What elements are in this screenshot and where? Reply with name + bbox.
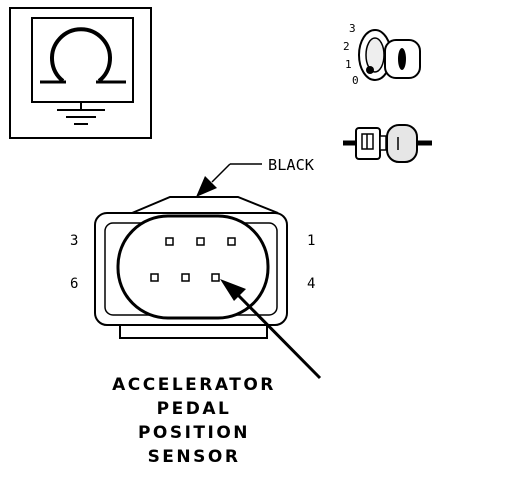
- ignition-key-icon: 3 2 1 0: [343, 22, 421, 87]
- disconnect-connector-icon: [343, 124, 432, 163]
- pin-label-4: 4: [307, 276, 315, 292]
- key-position-label: 3: [349, 22, 356, 35]
- pin-cavity: [150, 273, 159, 282]
- ohmmeter-symbol-icon: [9, 7, 152, 139]
- pin-label-1: 1: [307, 233, 315, 249]
- pin-cavity: [227, 237, 236, 246]
- pin-cavity: [211, 273, 220, 282]
- pin-cavity: [165, 237, 174, 246]
- wire-color-callout: BLACK: [196, 156, 314, 197]
- wire-color-label: BLACK: [268, 156, 314, 174]
- pin-cavity: [181, 273, 190, 282]
- component-name-line-2: PEDAL: [156, 399, 232, 419]
- key-position-label: 0: [352, 74, 359, 87]
- pin-label-3: 3: [70, 233, 78, 249]
- pointer-arrow-icon: [220, 279, 322, 380]
- pin-label-6: 6: [70, 276, 78, 292]
- key-position-label: 2: [343, 40, 350, 53]
- component-name-line-1: ACCELERATOR: [112, 375, 276, 395]
- component-name-line-3: POSITION: [137, 423, 251, 443]
- key-position-label: 1: [345, 58, 352, 71]
- pin-cavity: [196, 237, 205, 246]
- component-name-line-4: SENSOR: [147, 447, 241, 467]
